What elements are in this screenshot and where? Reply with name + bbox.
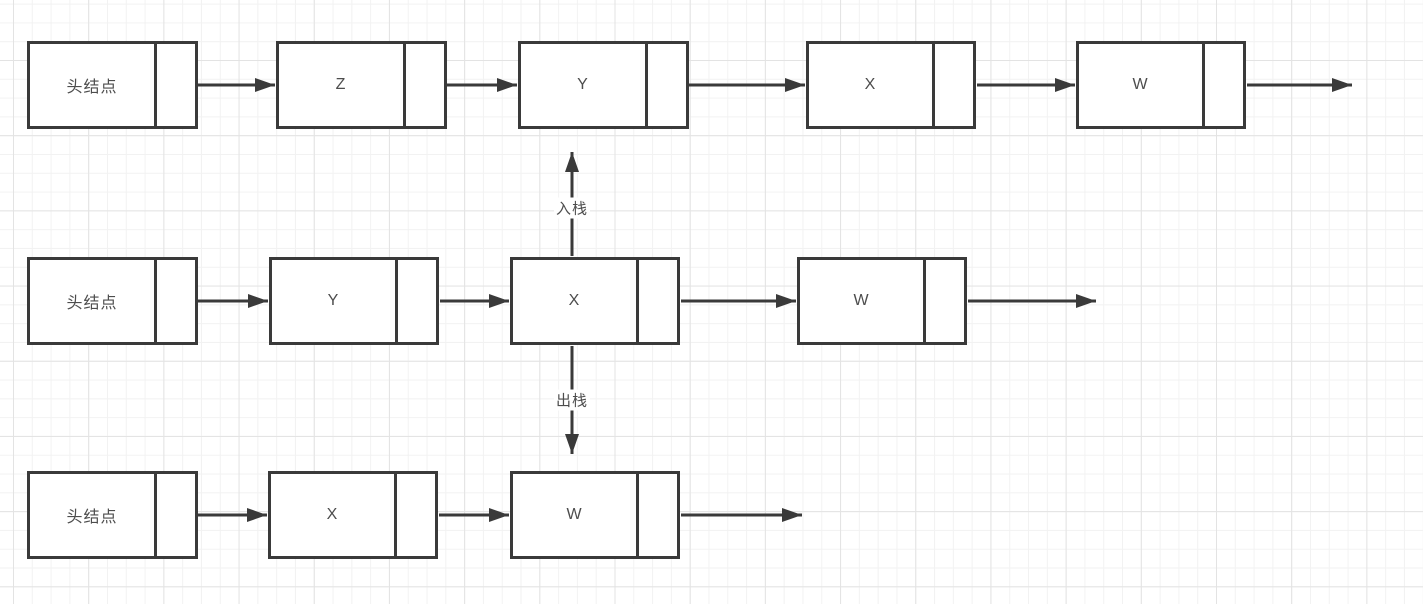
pointer-cell [395, 260, 436, 342]
node-label: W [566, 506, 583, 523]
row3-node-w[interactable]: W [510, 471, 680, 559]
node-label: X [326, 506, 339, 523]
row1-node-x[interactable]: X [806, 41, 976, 129]
pointer-cell [932, 44, 973, 126]
pop-edge-label[interactable]: 出栈 [553, 389, 591, 411]
pointer-cell [154, 474, 195, 556]
row2-node-w[interactable]: W [797, 257, 967, 345]
row2-node-head[interactable]: 头结点 [27, 257, 198, 345]
pointer-cell [1202, 44, 1243, 126]
pointer-cell [154, 260, 195, 342]
row1-node-z[interactable]: Z [276, 41, 447, 129]
row1-node-head[interactable]: 头结点 [27, 41, 198, 129]
pointer-cell [636, 474, 677, 556]
row1-node-w[interactable]: W [1076, 41, 1246, 129]
push-edge-label[interactable]: 入栈 [553, 197, 591, 219]
node-label: Z [335, 76, 347, 93]
node-label: Y [577, 76, 589, 93]
pointer-cell [403, 44, 444, 126]
row3-node-x[interactable]: X [268, 471, 438, 559]
row3-node-head[interactable]: 头结点 [27, 471, 198, 559]
row2-node-x[interactable]: X [510, 257, 680, 345]
node-label: X [568, 292, 581, 309]
node-label: W [1132, 76, 1149, 93]
node-label: 头结点 [66, 79, 118, 96]
pointer-cell [394, 474, 435, 556]
pointer-cell [923, 260, 964, 342]
node-label: X [864, 76, 877, 93]
pointer-cell [154, 44, 195, 126]
node-label: 头结点 [66, 509, 118, 526]
row2-node-y[interactable]: Y [269, 257, 439, 345]
node-label: Y [327, 292, 340, 309]
pointer-cell [645, 44, 686, 126]
row1-node-y[interactable]: Y [518, 41, 689, 129]
node-label: W [853, 292, 870, 309]
pointer-cell [636, 260, 677, 342]
node-label: 头结点 [66, 295, 118, 312]
